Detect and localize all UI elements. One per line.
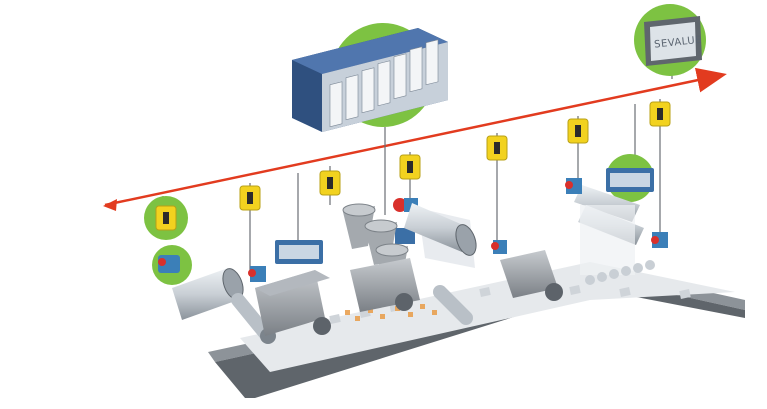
io-block-1 (275, 240, 323, 264)
wrap-roll (404, 203, 477, 325)
filler-hoppers (342, 203, 420, 312)
sensor-4 (399, 154, 421, 180)
sensor-8 (393, 198, 418, 212)
io-blocks (275, 154, 654, 264)
hmi-screen-text: SEVALUE (654, 35, 703, 51)
press-unit (248, 266, 331, 336)
sensor-3 (319, 170, 341, 196)
plc-rack (292, 23, 448, 132)
io-block-3 (395, 228, 415, 244)
sensor-5 (486, 135, 508, 161)
hmi-panel: SEVALUE (634, 4, 706, 76)
network-arrow-left (103, 199, 117, 211)
io-block-2 (606, 154, 654, 202)
sensor-7 (649, 101, 671, 127)
sensors (144, 101, 671, 285)
cooling-rollers (565, 178, 668, 285)
guide-unit (491, 240, 563, 301)
sensor-1 (144, 196, 192, 285)
network-line (104, 67, 727, 207)
sensor-2 (239, 185, 261, 211)
sensor-6 (567, 118, 589, 144)
